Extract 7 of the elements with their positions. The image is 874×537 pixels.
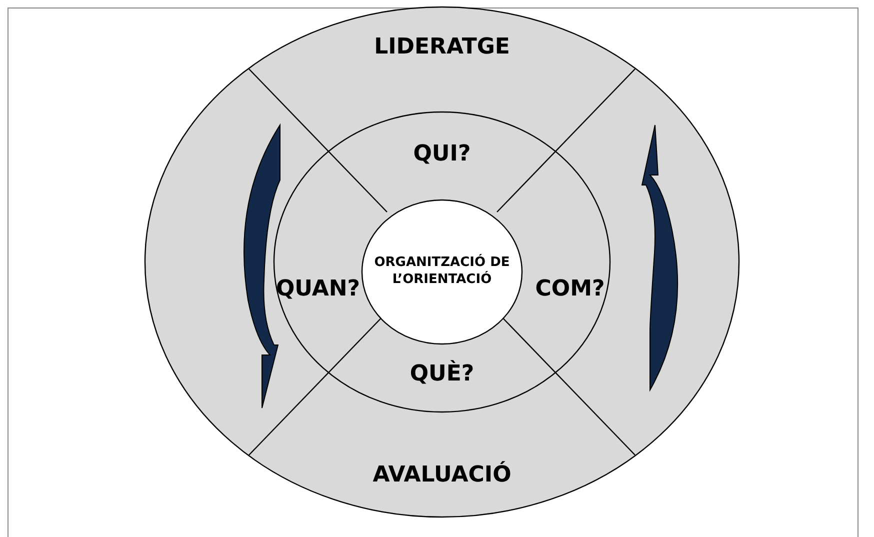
sector-label: QUÈ? — [410, 360, 474, 389]
sector-label: QUAN? — [276, 276, 360, 304]
center-title: ORGANITZACIÓ DE L’ORIENTACIÓ — [373, 255, 511, 289]
sector-label: COM? — [535, 276, 605, 304]
sector-label: AVALUACIÓ — [372, 462, 512, 490]
sector-label: LIDERATGE — [374, 34, 510, 62]
sector-label: QUI? — [413, 140, 471, 169]
